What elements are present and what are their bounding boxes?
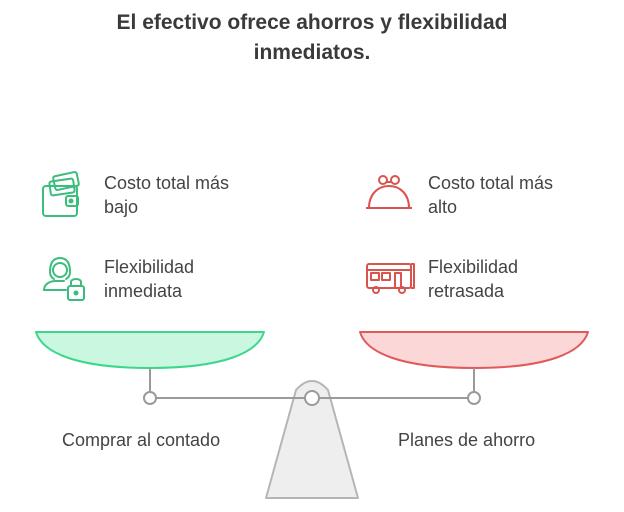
title-line-1: El efectivo ofrece ahorros y flexibilida… <box>116 11 508 34</box>
coin-purse-icon <box>366 175 412 209</box>
page-title: El efectivo ofrece ahorros y flexibilida… <box>0 8 624 68</box>
left-item-1: Costo total más bajo <box>104 173 230 217</box>
bus-icon <box>366 263 415 294</box>
right-pan <box>359 331 589 369</box>
left-side-label: Comprar al contado <box>62 430 221 450</box>
wallet-cash-icon <box>42 171 80 217</box>
left-pan <box>35 331 265 369</box>
left-beam-joint <box>143 391 157 405</box>
left-item-2: Flexibilidad inmediata <box>104 257 195 301</box>
right-beam-joint <box>467 391 481 405</box>
title-line-2: inmediatos. <box>253 41 371 64</box>
pivot <box>304 390 320 406</box>
person-lock-icon <box>43 257 85 301</box>
scale-stand <box>265 380 359 499</box>
right-item-1: Costo total más alto <box>428 173 554 217</box>
right-side-label: Planes de ahorro <box>398 430 536 450</box>
right-item-2: Flexibilidad retrasada <box>428 257 519 301</box>
